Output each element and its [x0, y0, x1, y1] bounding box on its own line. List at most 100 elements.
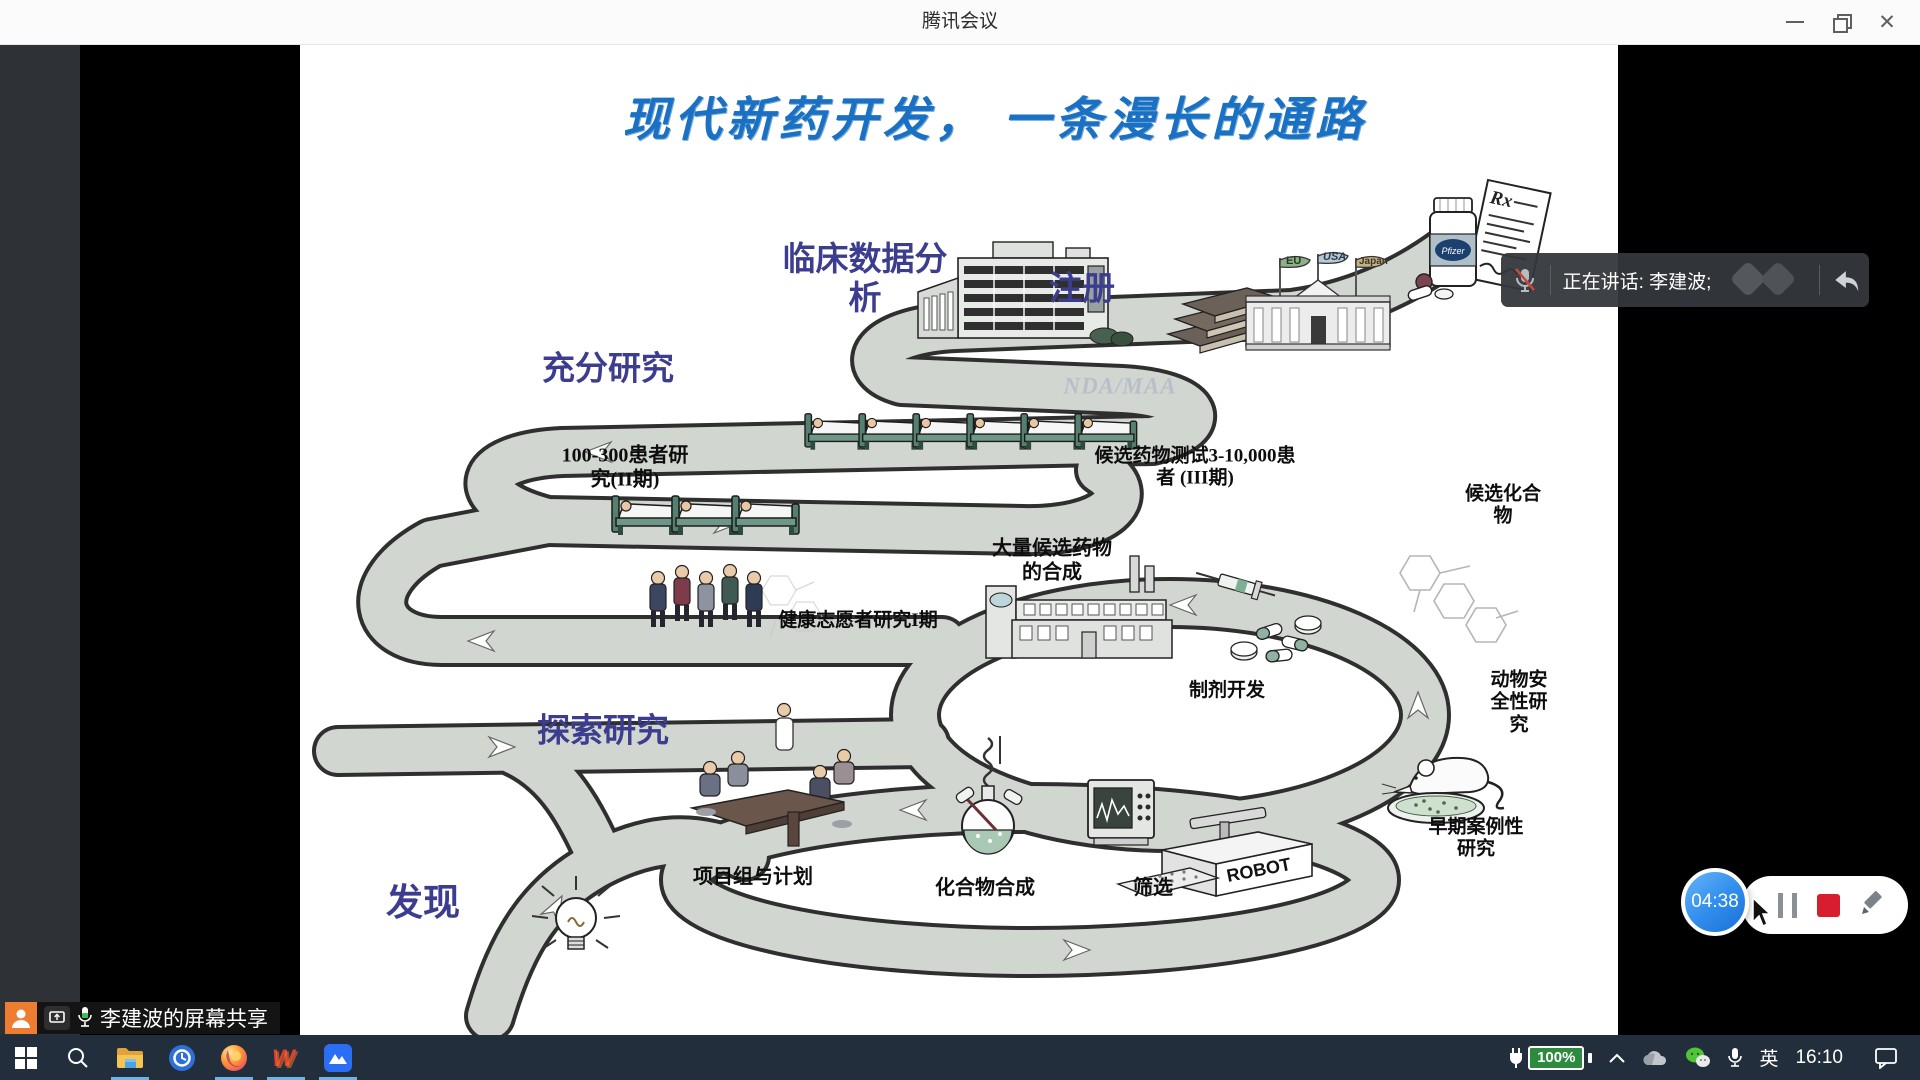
reply-arrow-icon[interactable] — [1820, 267, 1869, 293]
taskbar-file-explorer[interactable] — [104, 1035, 156, 1080]
microphone-tray-icon[interactable] — [1728, 1047, 1743, 1069]
battery-indicator[interactable]: 100% — [1508, 1045, 1593, 1070]
active-app-indicator — [111, 1077, 149, 1080]
taskbar-wps[interactable]: W W — [260, 1035, 312, 1080]
svg-text:W: W — [274, 1047, 299, 1071]
input-method-indicator[interactable]: 英 — [1759, 1049, 1779, 1070]
label-animal-safety: 动物安 全性研 究 — [1490, 669, 1548, 736]
flag-eu-label: EU — [1286, 255, 1301, 267]
meeting-logo-watermark — [1725, 258, 1809, 303]
search-icon — [68, 1047, 88, 1068]
label-discovery: 发现 — [386, 883, 460, 925]
office-building-clipart — [917, 241, 1134, 347]
sharer-mic-icon — [78, 1007, 92, 1027]
regulatory-building-clipart: EU USA Japan — [1245, 251, 1391, 351]
window-controls: ✕ — [1772, 0, 1910, 44]
slide-title: 现代新药开发， 一条漫长的通路 — [622, 94, 1368, 147]
taskbar-clock[interactable]: 16:10 — [1795, 1046, 1843, 1068]
battery-nub — [1588, 1052, 1593, 1063]
screening-monitor-icon — [1087, 779, 1155, 846]
stop-recording-button[interactable] — [1817, 893, 1840, 917]
system-tray: 100% 英 16:10 — [1508, 1044, 1920, 1071]
syringe-icon — [1195, 571, 1276, 601]
power-plug-icon — [1510, 1047, 1523, 1068]
tencent-meeting-icon — [324, 1043, 352, 1072]
molecule-structure-icon — [761, 575, 823, 639]
meeting-window-edge — [0, 44, 80, 1035]
wps-icon: W W — [272, 1045, 299, 1071]
taskbar-clock-app[interactable] — [156, 1035, 208, 1080]
close-button[interactable]: ✕ — [1864, 0, 1910, 44]
label-compound-synthesis: 化合物合成 — [935, 877, 1035, 900]
pause-recording-button[interactable] — [1778, 892, 1797, 918]
flask-icon — [955, 736, 1023, 855]
close-icon: ✕ — [1878, 10, 1896, 34]
label-project-team: 项目组与计划 — [693, 866, 813, 889]
search-button[interactable] — [52, 1035, 104, 1080]
petri-dish-icon — [1387, 792, 1485, 824]
sharer-banner-text: 李建波的屏幕共享 — [100, 1008, 268, 1031]
restore-button[interactable] — [1818, 0, 1864, 44]
factory-clipart — [985, 555, 1173, 659]
show-hidden-icons-chevron[interactable] — [1609, 1053, 1626, 1063]
pills-icon — [1230, 615, 1322, 663]
action-center-icon[interactable] — [1874, 1047, 1898, 1069]
mic-muted-icon — [1501, 266, 1550, 294]
lab-mouse-clipart — [1381, 756, 1505, 810]
recording-timer[interactable]: 04:38 — [1681, 868, 1749, 936]
onedrive-icon[interactable] — [1642, 1049, 1668, 1067]
lightbulb-icon — [531, 876, 621, 950]
start-button[interactable] — [0, 1035, 52, 1080]
taskbar-firefox[interactable] — [208, 1035, 260, 1080]
rx-label: Rx — [1487, 187, 1515, 212]
speaking-toast: 正在讲话: 李建波; — [1501, 253, 1869, 307]
active-app-indicator — [267, 1077, 305, 1080]
recording-toolbar — [1742, 876, 1908, 934]
label-nda-maa: NDA/MAA — [1063, 373, 1177, 399]
speaking-text: 正在讲话: 李建波; — [1562, 271, 1712, 293]
screen-share-icon — [44, 1006, 70, 1030]
bottle-brand-label: Pfizer — [1441, 246, 1465, 256]
label-registration: 注册 — [1049, 271, 1115, 308]
label-candidate-compound: 候选化合 物 — [1464, 483, 1542, 527]
label-exploratory-research: 探索研究 — [537, 713, 669, 750]
toast-divider — [1819, 265, 1821, 295]
firefox-icon — [221, 1044, 247, 1071]
window-title: 腾讯会议 — [921, 11, 998, 32]
minimize-button[interactable] — [1772, 0, 1818, 44]
flag-japan-label: Japan — [1359, 256, 1388, 267]
label-bulk-synthesis: 大量候选药物 的合成 — [992, 537, 1112, 583]
svg-text:W: W — [272, 1045, 297, 1071]
molecule-structure-icon — [1399, 555, 1519, 643]
wechat-icon[interactable] — [1685, 1047, 1711, 1069]
minimize-icon — [1786, 21, 1804, 23]
restore-icon — [1833, 14, 1852, 33]
clock-app-icon — [169, 1044, 195, 1071]
window-titlebar: 腾讯会议 ✕ — [0, 0, 1920, 45]
windows-taskbar: W W 100% — [0, 1035, 1920, 1080]
file-explorer-icon — [117, 1047, 143, 1068]
label-screening: 筛选 — [1133, 877, 1173, 900]
active-app-indicator — [215, 1077, 253, 1080]
toast-divider — [1549, 265, 1551, 295]
windows-logo-icon — [15, 1046, 37, 1069]
shared-slide: ROBOT — [300, 44, 1618, 1035]
label-phase2-patients: 100-300患者研 究(II期) — [561, 444, 689, 490]
label-phase3-patients: 候选药物测试3-10,000患 者 (III期) — [1094, 445, 1296, 489]
battery-percent: 100% — [1528, 1045, 1585, 1070]
road — [312, 224, 1474, 1035]
label-early-case-study: 早期案例性 研究 — [1428, 816, 1524, 860]
label-formulation-dev: 制剂开发 — [1188, 679, 1266, 701]
active-app-indicator — [319, 1077, 357, 1080]
project-meeting-clipart — [689, 702, 855, 847]
taskbar-tencent-meeting[interactable] — [312, 1035, 364, 1080]
sharer-avatar[interactable] — [5, 1002, 37, 1034]
robot-screener-clipart: ROBOT — [1115, 806, 1313, 898]
label-clinical-data-analysis: 临床数据分 析 — [782, 242, 948, 317]
label-full-research: 充分研究 — [542, 351, 674, 388]
mouse-cursor — [1752, 898, 1772, 928]
person-icon — [12, 1009, 30, 1028]
screen-share-banner: 李建波的屏幕共享 — [5, 1002, 280, 1034]
edit-pencil-button[interactable] — [1860, 890, 1886, 921]
